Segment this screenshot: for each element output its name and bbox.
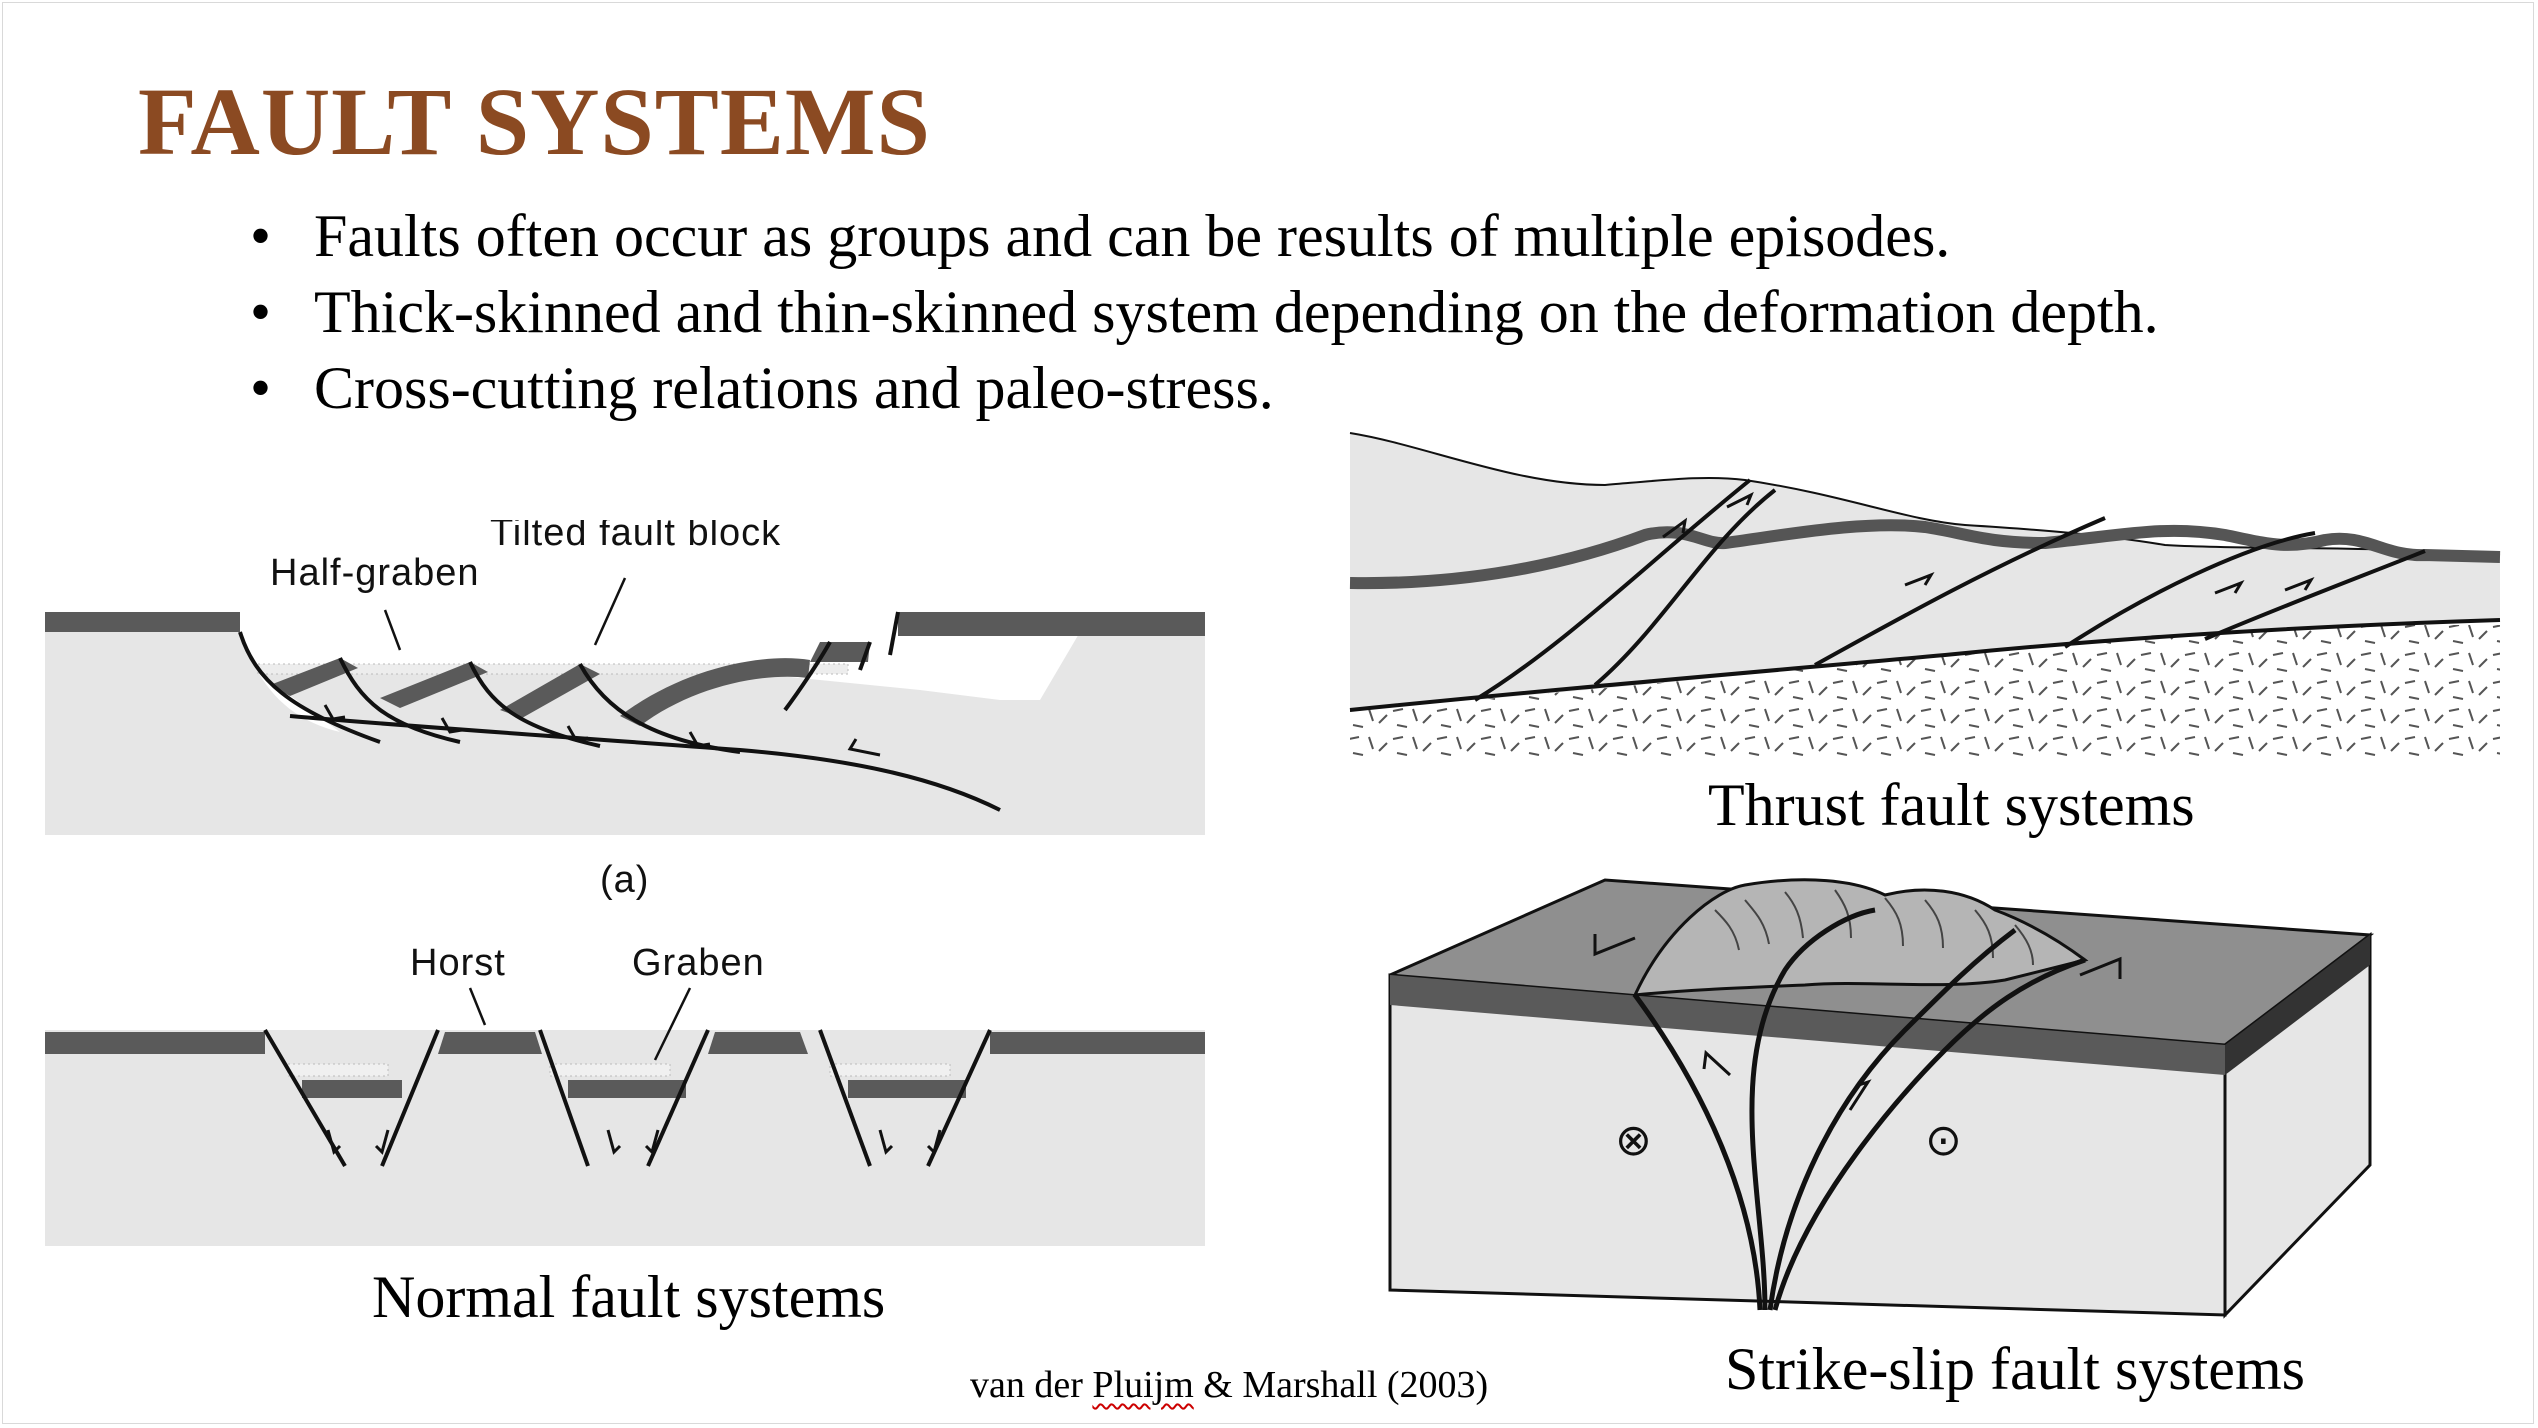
thrust-fault-caption: Thrust fault systems [1708, 772, 2195, 838]
bullet-text: Faults often occur as groups and can be … [314, 203, 1951, 269]
layer-front [1390, 975, 2225, 1075]
layer-left [45, 1032, 265, 1054]
sediment-strip-2 [549, 1063, 671, 1077]
slip-arrows [323, 704, 881, 757]
thrust-faults [1473, 478, 2426, 702]
tilted-block-4 [620, 658, 810, 726]
citation: van der Pluijm & Marshall (2003) [970, 1360, 1488, 1410]
horst-graben-arrows [326, 1129, 942, 1155]
basement-block [45, 632, 1205, 835]
left-platform-layer [45, 612, 240, 632]
out-of-page-symbol: ⊙ [1925, 1115, 1962, 1166]
normal-fault-tilted-blocks-diagram: Half-graben Tilted fault block (a) [45, 520, 1205, 900]
tilted-block-1 [270, 658, 358, 696]
layer-horst-2 [708, 1032, 808, 1054]
horst-leader [468, 987, 487, 1026]
strike-slip-caption: Strike-slip fault systems [1725, 1336, 2305, 1402]
tilted-block-leader [593, 577, 627, 646]
bullet-item: • Faults often occur as groups and can b… [250, 198, 2159, 274]
sediment-strip-3 [829, 1063, 951, 1077]
bullet-item: • Cross-cutting relations and paleo-stre… [250, 350, 2159, 426]
bullet-text: Cross-cutting relations and paleo-stress… [314, 355, 1274, 421]
tilted-block-3 [500, 664, 600, 718]
layer-graben-3 [848, 1080, 966, 1098]
bullet-item: • Thick-skinned and thin-skinned system … [250, 274, 2159, 350]
graben-leader [653, 987, 692, 1061]
citation-suffix: & Marshall (2003) [1193, 1364, 1489, 1406]
bullet-list: • Faults often occur as groups and can b… [250, 198, 2159, 426]
tilted-block-label: Tilted fault block [490, 520, 781, 554]
thrust-arrows [1662, 491, 2315, 595]
citation-name: Pluijm [1092, 1364, 1194, 1406]
thrust-top-line [1349, 432, 2501, 556]
thrust-marker-bed [1349, 519, 2501, 590]
thrust-base-line [1349, 618, 2501, 712]
horst-label: Horst [410, 942, 506, 984]
citation-prefix: van der [970, 1364, 1093, 1406]
bullet-text: Thick-skinned and thin-skinned system de… [314, 279, 2159, 345]
layer-horst-1 [438, 1032, 542, 1054]
layer-right [2225, 935, 2370, 1075]
ridge-hatching [1714, 889, 2034, 966]
tilted-block-2 [380, 662, 488, 708]
bullet-symbol: • [250, 355, 272, 421]
bullet-symbol: • [250, 203, 272, 269]
right-platform-layer [898, 612, 1205, 636]
half-graben-leader [383, 609, 402, 651]
sediment-strip-1 [287, 1063, 389, 1077]
slide-title: FAULT SYSTEMS [138, 68, 931, 175]
half-graben-label: Half-graben [270, 552, 480, 594]
into-page-symbol: ⊗ [1615, 1115, 1652, 1166]
horst-graben-body [45, 1030, 1205, 1246]
layer-graben-1 [302, 1080, 402, 1098]
strike-slip-diagram: ⊗ ⊙ [1388, 878, 2375, 1319]
graben-label: Graben [632, 942, 765, 984]
normal-fault-caption: Normal fault systems [372, 1264, 886, 1330]
panel-label: (a) [600, 859, 649, 900]
layer-right [990, 1032, 1205, 1054]
strike-slip-arrows [1593, 934, 2122, 1111]
thrust-fault-diagram [1349, 432, 2501, 760]
horst-graben-diagram: Horst Graben [45, 942, 1205, 1246]
bullet-symbol: • [250, 279, 272, 345]
flower-faults [1632, 907, 2086, 1311]
layer-graben-2 [568, 1080, 686, 1098]
